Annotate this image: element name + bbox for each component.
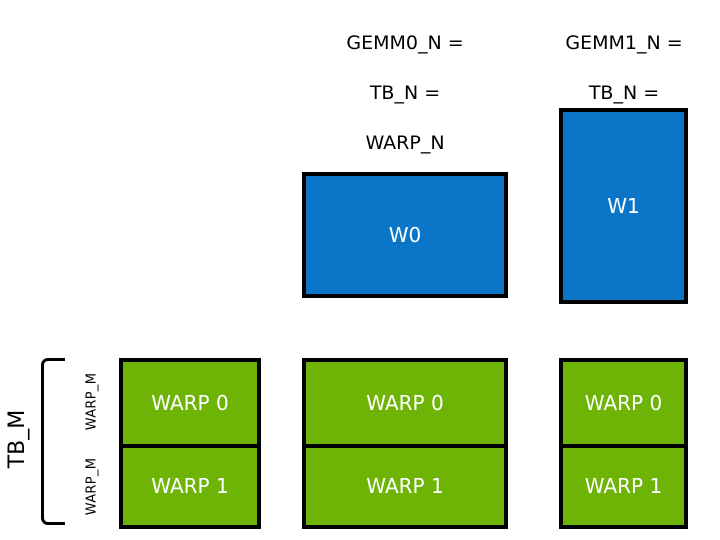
- warp-m-axis-label-top: WARP_M: [84, 372, 100, 431]
- green-cell-warp-0-label: WARP 0: [584, 390, 663, 415]
- green-cell-warp-1: WARP 1: [123, 443, 257, 525]
- blue-box-w0: W0: [302, 172, 508, 298]
- caption-gemm0-line-2: TB_N =: [369, 82, 441, 104]
- blue-box-w1-label: W1: [607, 194, 640, 218]
- green-cell-warp-0: WARP 0: [123, 362, 257, 444]
- green-cell-warp-0-label: WARP 0: [366, 390, 444, 415]
- caption-gemm0-line-3: WARP_N: [365, 132, 445, 154]
- blue-box-w1: W1: [559, 108, 688, 304]
- green-stack-middle: WARP 0 WARP 1: [302, 358, 508, 529]
- green-cell-warp-1: WARP 1: [563, 443, 684, 525]
- green-cell-warp-1: WARP 1: [306, 443, 504, 525]
- caption-gemm0: GEMM0_N = TB_N = WARP_N: [300, 6, 510, 181]
- warp-m-axis-label-bottom: WARP_M: [84, 457, 100, 516]
- caption-gemm1-line-1: GEMM1_N =: [565, 32, 683, 54]
- green-cell-warp-1-label: WARP 1: [151, 474, 229, 499]
- green-cell-warp-1-label: WARP 1: [366, 474, 444, 499]
- caption-gemm1-line-2: TB_N =: [588, 82, 660, 104]
- blue-box-w0-label: W0: [388, 223, 422, 247]
- tb-m-bracket: [41, 358, 65, 525]
- green-stack-right: WARP 0 WARP 1: [559, 358, 688, 529]
- tb-m-axis-label: TB_M: [5, 409, 30, 469]
- green-cell-warp-0-label: WARP 0: [151, 390, 229, 415]
- green-cell-warp-1-label: WARP 1: [584, 474, 663, 499]
- green-cell-warp-0: WARP 0: [306, 362, 504, 444]
- green-cell-warp-0: WARP 0: [563, 362, 684, 444]
- green-stack-left: WARP 0 WARP 1: [119, 358, 261, 529]
- caption-gemm0-line-1: GEMM0_N =: [346, 32, 464, 54]
